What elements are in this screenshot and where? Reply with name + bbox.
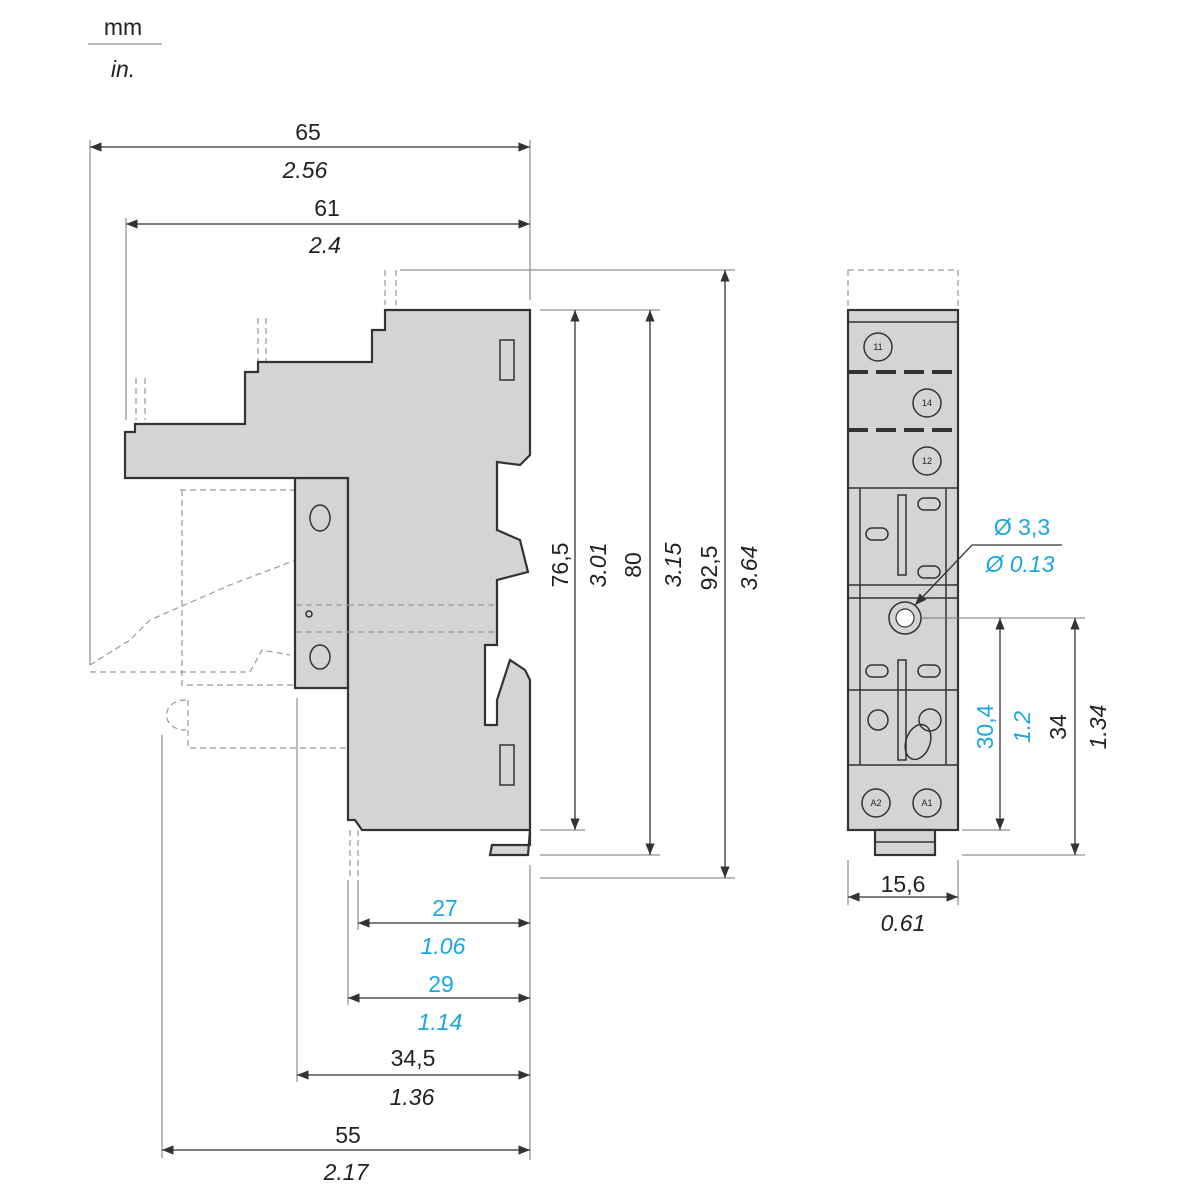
dim-80-in: 3.15 — [660, 542, 686, 587]
dim-55-mm: 55 — [335, 1122, 361, 1148]
dim-29-in: 1.14 — [418, 1009, 463, 1035]
socket-body-front — [846, 308, 960, 832]
dim-345-mm: 34,5 — [391, 1045, 436, 1071]
dim-27-mm: 27 — [432, 895, 458, 921]
dim-156-mm: 15,6 — [881, 871, 926, 897]
hole-dia-mm: Ø 3,3 — [994, 514, 1050, 540]
terminal-labels: 11 14 12 A2 A1 — [861, 332, 942, 818]
mounting-clip — [293, 476, 350, 690]
dim-925-in: 3.64 — [736, 546, 762, 591]
unit-in: in. — [111, 56, 135, 82]
socket-body-side — [123, 308, 532, 857]
dim-65-in: 2.56 — [282, 157, 328, 183]
dim-61-in: 2.4 — [308, 232, 341, 258]
dim-34-in: 1.34 — [1085, 705, 1111, 750]
dim-80-mm: 80 — [620, 552, 646, 578]
dim-55-in: 2.17 — [323, 1159, 370, 1185]
dim-61-mm: 61 — [314, 195, 340, 221]
terminal-14: 14 — [922, 398, 932, 408]
dim-345-in: 1.36 — [390, 1084, 435, 1110]
dim-156-in: 0.61 — [881, 910, 926, 936]
dim-765-mm: 76,5 — [547, 543, 573, 588]
front-view: 11 14 12 A2 A1 Ø 3,3 Ø 0.13 30,4 1.2 34 … — [846, 269, 1111, 936]
dim-29-mm: 29 — [428, 971, 454, 997]
dim-304-mm: 30,4 — [972, 704, 998, 749]
terminal-a1: A1 — [921, 798, 932, 808]
dim-765-in: 3.01 — [585, 543, 611, 588]
dim-34-mm: 34 — [1045, 714, 1071, 740]
unit-mm: mm — [104, 14, 142, 40]
unit-legend: mm in. — [88, 14, 162, 82]
terminal-11: 11 — [873, 342, 882, 352]
side-view: 65 2.56 61 2.4 27 1.06 29 1.14 34,5 1.36… — [89, 119, 762, 1185]
terminal-12: 12 — [922, 456, 932, 466]
dim-65-mm: 65 — [295, 119, 321, 145]
dim-27-in: 1.06 — [421, 933, 466, 959]
dim-925-mm: 92,5 — [696, 546, 722, 591]
hole-dia-in: Ø 0.13 — [984, 551, 1054, 577]
terminal-a2: A2 — [870, 798, 881, 808]
dim-304-in: 1.2 — [1009, 711, 1035, 743]
